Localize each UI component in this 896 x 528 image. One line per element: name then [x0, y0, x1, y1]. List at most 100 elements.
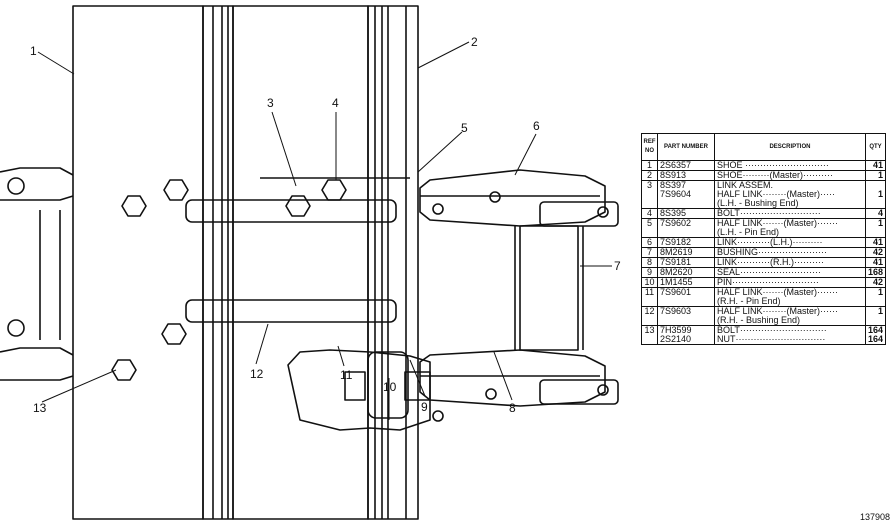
part-number-cell: 7S9601 [657, 287, 715, 297]
master-link-cutaway [287, 349, 431, 431]
callout-2: 2 [471, 35, 478, 49]
qty-cell: 41 [865, 257, 886, 268]
shoe-master [232, 5, 369, 520]
callout-12: 12 [250, 367, 264, 381]
qty-cell: 1 [865, 287, 886, 297]
description-cell: HALF LINK·······(Master)······· [714, 287, 866, 297]
description-cell: HALF LINK·······(Master)······· [714, 218, 866, 228]
callout-9: 9 [421, 400, 428, 414]
part-number-cell [657, 199, 715, 209]
ref-cell [641, 297, 658, 307]
part-number-cell: 8S395 [657, 208, 715, 219]
callout-7: 7 [614, 259, 621, 273]
qty-cell: 1 [877, 189, 883, 199]
part-number-cell: 7S9602 [657, 218, 715, 228]
description-cell: SEAL··························· [714, 267, 866, 278]
description-cell: NUT······························ [714, 335, 866, 345]
description-cell: HALF LINK········(Master)······ [714, 306, 866, 316]
ref-cell [641, 335, 658, 345]
table-row: (R.H. - Bushing End) [641, 316, 886, 326]
callout-3: 3 [267, 96, 274, 110]
callout-4: 4 [332, 96, 339, 110]
qty-cell: 42 [865, 277, 886, 288]
part-number-cell: 8M2620 [657, 267, 715, 278]
leader-lines [37, 41, 612, 420]
description-cell: (R.H. - Bushing End) [714, 316, 866, 326]
table-row: (R.H. - Pin End) [641, 297, 886, 307]
qty-cell: 168 [865, 267, 886, 278]
ref-cell [641, 190, 658, 199]
description-cell: (R.H. - Pin End) [714, 297, 866, 307]
ref-cell: 5 [641, 218, 658, 228]
qty-cell: 1 [865, 218, 886, 228]
ref-cell [641, 316, 658, 326]
qty-cell: 164 [867, 334, 883, 344]
part-number-cell: 8S913 [657, 170, 715, 181]
header-part-number: PART NUMBER [657, 133, 715, 161]
qty-cell [865, 180, 886, 190]
hex-nuts [111, 179, 347, 381]
description-cell: LINK···········(L.H.)·········· [714, 237, 866, 248]
table-row: (L.H. - Pin End) [641, 228, 886, 238]
qty-cell: 41 [865, 160, 886, 171]
part-number-cell: 7S9604 [657, 190, 715, 199]
description-cell: SHOE·········(Master)·········· [714, 170, 866, 181]
ref-cell: 10 [641, 277, 658, 288]
shoe-master-bands [367, 5, 419, 520]
callout-10: 10 [383, 380, 397, 394]
ref-cell [641, 228, 658, 238]
part-number-cell: 8S397 [657, 180, 715, 190]
ref-cell: 8 [641, 257, 658, 268]
left-links [0, 167, 74, 381]
description-cell: SHOE ···························· [714, 160, 866, 171]
shoe-center-bands [202, 5, 234, 520]
qty-cell: 42 [865, 247, 886, 258]
ref-cell: 6 [641, 237, 658, 248]
ref-cell: 12 [641, 306, 658, 316]
ref-cell: 7 [641, 247, 658, 258]
part-number-cell: 7S9181 [657, 257, 715, 268]
callout-13: 13 [33, 401, 47, 415]
qty-cell: 1 [865, 170, 886, 181]
bolt-shanks [185, 177, 410, 323]
qty-cell: 41 [865, 237, 886, 248]
header-ref-no: REF NO [641, 133, 658, 161]
right-links [419, 169, 619, 422]
qty-cell: 4 [865, 208, 886, 219]
ref-cell: 11 [641, 287, 658, 297]
description-cell: BUSHING······················· [714, 247, 866, 258]
ref-cell: 3 [641, 180, 658, 190]
callout-6: 6 [533, 119, 540, 133]
description-cell: PIN····························· [714, 277, 866, 288]
ref-cell [641, 199, 658, 209]
callout-1: 1 [30, 44, 37, 58]
qty-cell: 164 [865, 325, 886, 335]
description-cell: BOLT··························· [714, 208, 866, 219]
ref-cell: 9 [641, 267, 658, 278]
figure-id: 137908 [859, 512, 890, 522]
header-description: DESCRIPTION [714, 133, 866, 161]
table-row: 7S9604 HALF LINK········(Master)·····1 [641, 189, 886, 199]
shoe-left [72, 5, 204, 520]
callout-11: 11 [340, 368, 353, 382]
part-number-cell: 7S9603 [657, 306, 715, 316]
ref-cell: 2 [641, 170, 658, 181]
part-number-cell: 2S2140 [657, 335, 715, 345]
bushing [519, 225, 579, 351]
description-cell: (L.H. - Bushing End) [714, 199, 866, 209]
part-number-cell: 1M1455 [657, 277, 715, 288]
